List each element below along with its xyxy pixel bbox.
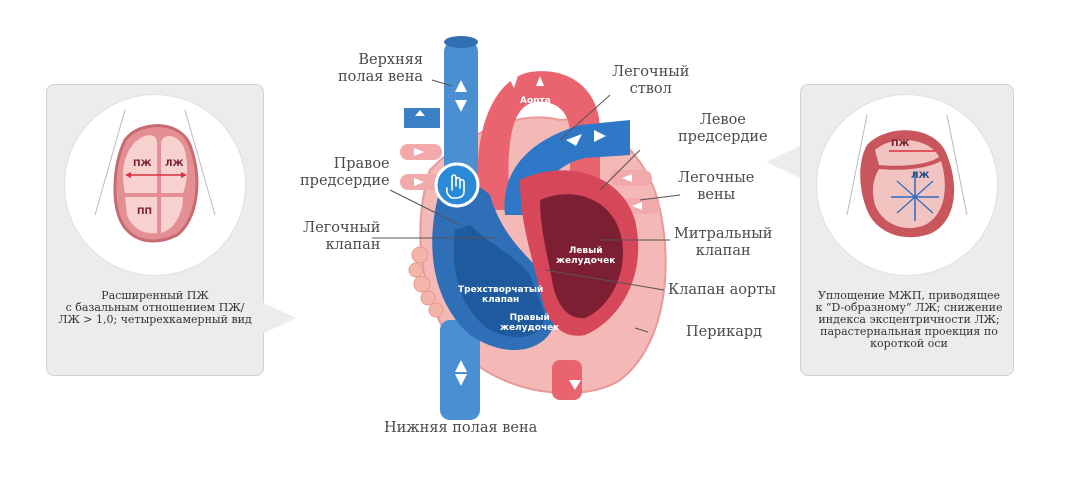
- right-echo-circle: ПЖ ЛЖ: [817, 95, 997, 275]
- aorta-label: Аорта: [520, 96, 551, 106]
- hand-pointer-icon[interactable]: [436, 164, 478, 206]
- four-chamber-view-image: [65, 95, 245, 275]
- left-lv-label: ЛЖ: [165, 159, 184, 169]
- left-echo-circle: ПЖ ЛЖ ПП: [65, 95, 245, 275]
- right-rv-label: ПЖ: [891, 139, 910, 149]
- right-caption: Уплощение МЖП, приводящее к “D-образному…: [809, 290, 1009, 350]
- pericardium-label: Перикард: [686, 324, 762, 341]
- short-axis-view-image: [817, 95, 997, 275]
- left-panel-tip: [262, 302, 296, 334]
- right-lv-label: ЛЖ: [911, 171, 930, 181]
- left-ra-label: ПП: [137, 207, 152, 217]
- aortic-valve-label: Клапан аорты: [668, 282, 776, 299]
- left-caption: Расширенный ПЖ с базальным отношением ПЖ…: [53, 290, 257, 326]
- right-info-panel: ПЖ ЛЖ Уплощение МЖП, приводящее к “D-обр…: [800, 84, 1014, 376]
- left-info-panel: ПЖ ЛЖ ПП Расширенный ПЖ с базальным отно…: [46, 84, 264, 376]
- right-panel-tip: [766, 146, 800, 178]
- ivc-label: Нижняя полая вена: [384, 420, 537, 437]
- left-rv-label: ПЖ: [133, 159, 152, 169]
